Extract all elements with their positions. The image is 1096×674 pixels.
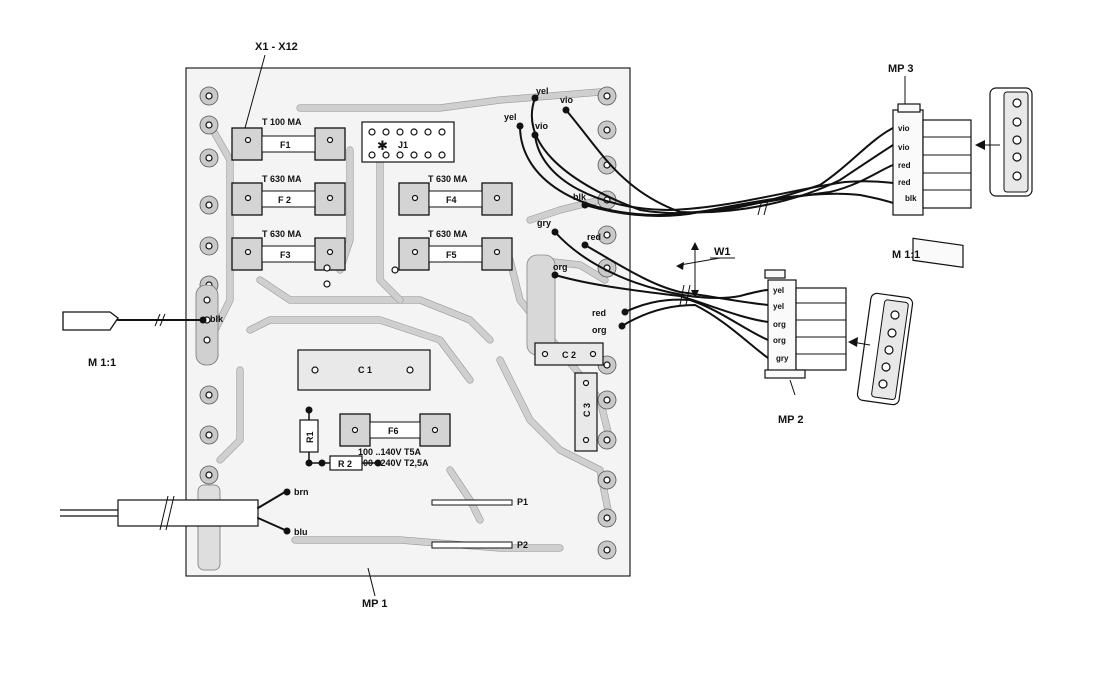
left-strip-lower <box>197 484 221 571</box>
mp3-pin-4: red <box>898 178 911 187</box>
brn-label: brn <box>294 487 309 497</box>
x-range-label: X1 - X12 <box>255 41 298 53</box>
red-b-label: red <box>592 308 606 318</box>
mp2-pin-5: gry <box>776 354 789 363</box>
mains-cable: brn blu <box>60 487 309 537</box>
c1-label: C 1 <box>358 365 372 375</box>
r1-label: R1 <box>305 431 315 443</box>
fuse-f1: T 100 MA F1 <box>231 117 346 161</box>
fuse-f4: T 630 MA F4 <box>398 174 513 216</box>
blk-left-label: blk <box>210 314 224 324</box>
gry-label: gry <box>537 218 551 228</box>
yel-b-label: yel <box>504 112 517 122</box>
fuse-f2: T 630 MA F 2 <box>231 174 346 216</box>
org-a-label: org <box>553 262 568 272</box>
harness-wires: yel vio yel vio blk gry red org red org <box>504 86 894 359</box>
f6-rating-low: 100 ..140V T5A <box>358 447 422 457</box>
c3-label: C 3 <box>582 403 592 417</box>
mp3-pin-1: vio <box>898 124 910 133</box>
fuse-f4-rating: T 630 MA <box>428 174 468 184</box>
connector-j1: ✱ J1 <box>361 121 455 163</box>
connector-p1: P1 <box>431 497 528 507</box>
scale-right-label: M 1:1 <box>892 249 920 261</box>
mp2-pin-2: yel <box>773 302 784 311</box>
yel-a-label: yel <box>536 86 549 96</box>
r2-label: R 2 <box>338 459 352 469</box>
mp2-side-view <box>848 292 914 406</box>
mp2-pin-3: org <box>773 320 786 329</box>
left-strip-upper <box>195 284 219 366</box>
c2-label: C 2 <box>562 350 576 360</box>
mp3-pin-3: red <box>898 161 911 170</box>
fuse-f6-label: F6 <box>388 426 399 436</box>
capacitor-c3: C 3 <box>574 372 598 452</box>
vio-b-label: vio <box>535 121 549 131</box>
red-a-label: red <box>587 232 601 242</box>
fuse-f3-label: F3 <box>280 250 291 260</box>
fuse-f3: T 630 MA F3 <box>231 229 346 288</box>
fuse-f4-label: F4 <box>446 195 457 205</box>
svg-text:✱: ✱ <box>377 139 388 154</box>
org-b-label: org <box>592 325 607 335</box>
fuse-f6: F6 100 ..140V T5A 200 ..240V T2,5A <box>339 413 451 468</box>
p2-label: P2 <box>517 540 528 550</box>
vio-a-label: vio <box>560 95 574 105</box>
mp2-label: MP 2 <box>778 414 803 426</box>
fuse-f3-rating: T 630 MA <box>262 229 302 239</box>
mp3-pin-2: vio <box>898 143 910 152</box>
mp3-pin-5: blk <box>905 194 917 203</box>
left-blk-lead: blk <box>62 311 224 331</box>
fuse-f1-rating: T 100 MA <box>262 117 302 127</box>
resistor-r2: R 2 <box>309 455 382 471</box>
mp1-label: MP 1 <box>362 598 387 610</box>
capacitor-c1: C 1 <box>297 349 431 391</box>
mp2-pin-4: org <box>773 336 786 345</box>
mp3-side-view <box>975 87 1033 197</box>
fuse-f2-label: F 2 <box>278 195 291 205</box>
fuse-f5-rating: T 630 MA <box>428 229 468 239</box>
w1-marker: W1 <box>676 242 735 298</box>
right-strip <box>526 254 556 356</box>
mp2-connector: yel yel org org gry MP 2 <box>764 269 847 426</box>
mp2-pin-1: yel <box>773 286 784 295</box>
blu-label: blu <box>294 527 308 537</box>
fuse-f5: T 630 MA F5 <box>391 229 513 274</box>
scale-left-label: M 1:1 <box>88 357 116 369</box>
p1-label: P1 <box>517 497 528 507</box>
capacitor-c2: C 2 <box>534 342 604 366</box>
f6-rating-high: 200 ..240V T2,5A <box>358 458 429 468</box>
mp3-connector: MP 3 vio vio red red blk <box>888 63 972 269</box>
fuse-f5-label: F5 <box>446 250 457 260</box>
fuse-f2-rating: T 630 MA <box>262 174 302 184</box>
fuse-f1-label: F1 <box>280 140 291 150</box>
blk-right-label: blk <box>573 192 587 202</box>
j1-label: J1 <box>398 140 408 150</box>
connector-p2: P2 <box>431 540 528 550</box>
mp3-label: MP 3 <box>888 63 913 75</box>
w1-label: W1 <box>714 246 731 258</box>
